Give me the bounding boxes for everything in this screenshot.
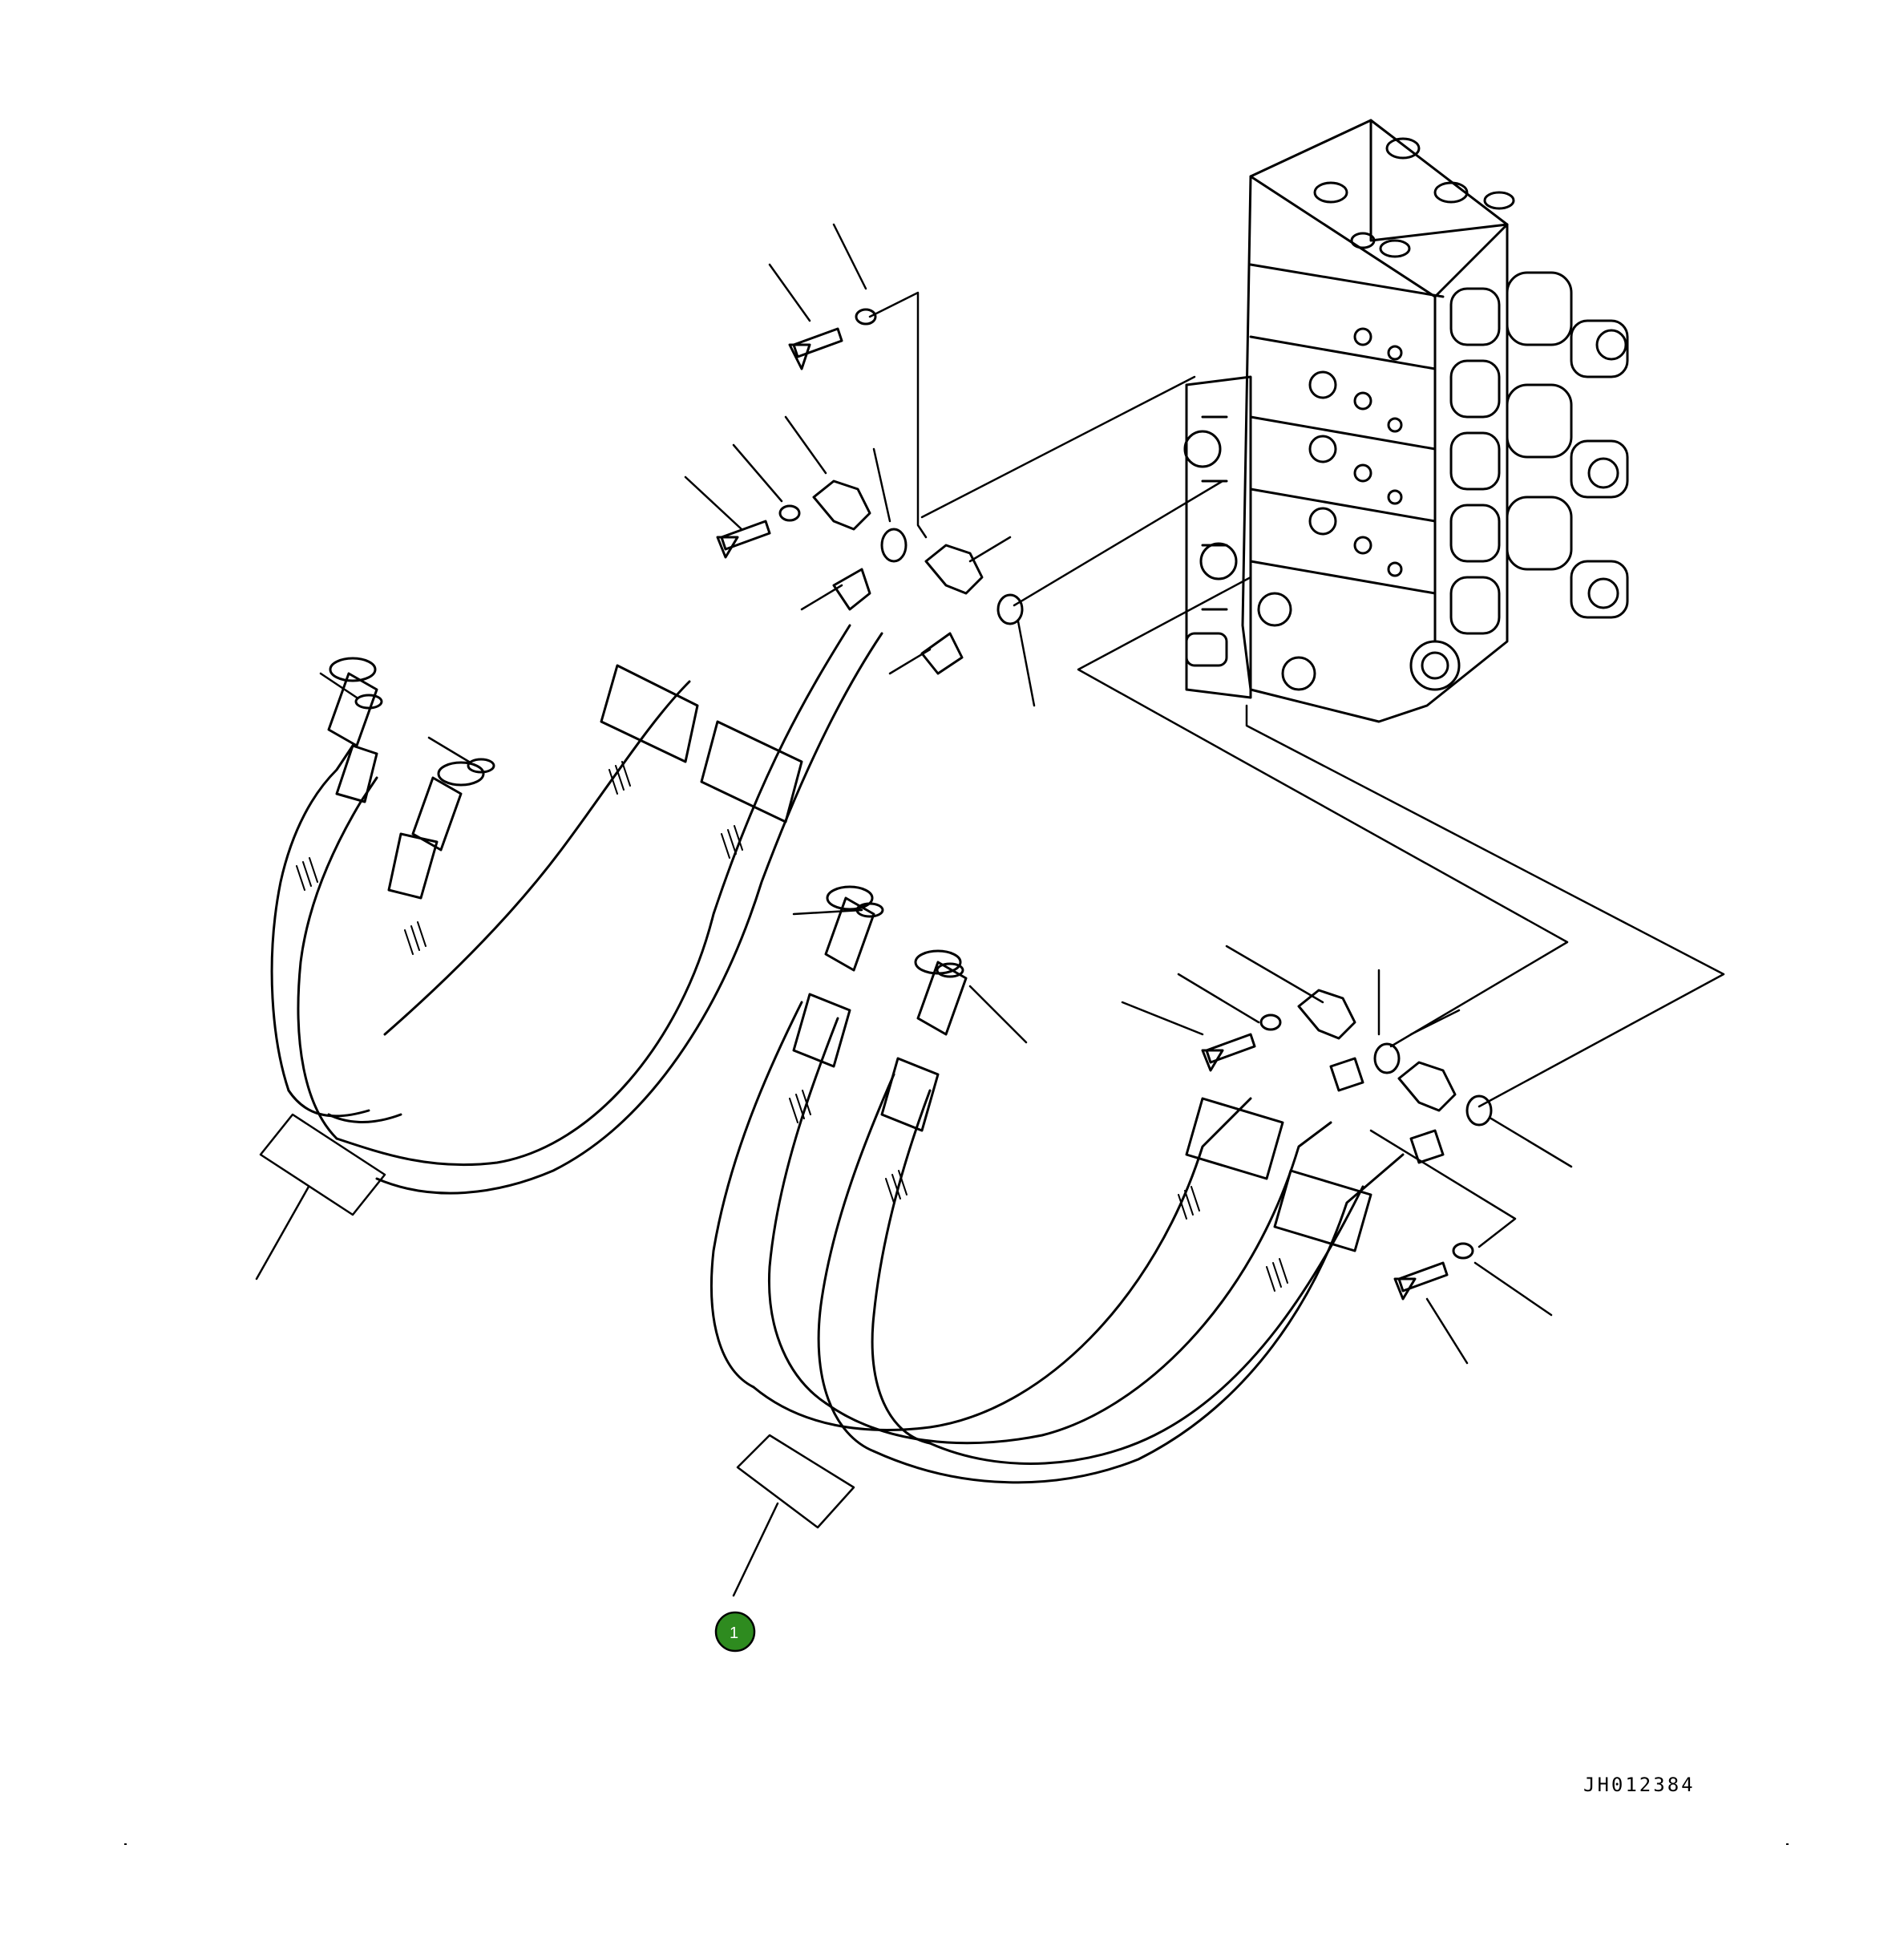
upper-fittings (684, 223, 1036, 707)
upper-hoses (255, 568, 964, 1280)
upper-washer-2 (778, 504, 801, 522)
callout-1[interactable]: 1 (714, 1611, 756, 1653)
drawing-id: JH012384 (1583, 1774, 1696, 1796)
lower-clamp-1 (1297, 989, 1356, 1040)
lower-washer-1 (1259, 1013, 1282, 1031)
lower-fittings (1121, 945, 1573, 1365)
upper-oring-1 (880, 528, 908, 563)
lower-oring-1 (1373, 1042, 1401, 1074)
lower-washer-2 (1452, 1242, 1474, 1260)
lower-clamp-2 (1397, 1061, 1457, 1112)
valve-leader-lines (920, 375, 1725, 1108)
upper-clamp-1 (812, 479, 871, 531)
control-valve-body (1183, 119, 1629, 723)
upper-bolt-2 (716, 520, 771, 559)
upper-bolt-1 (788, 327, 843, 370)
valve-spools (1449, 271, 1629, 635)
lower-oring-2 (1465, 1094, 1493, 1127)
upper-clamp-2 (924, 544, 984, 595)
callout-1-label: 1 (730, 1624, 738, 1642)
lower-hoses (710, 885, 1445, 1597)
upper-washer-1 (855, 308, 877, 326)
valve-left-ports (1183, 327, 1461, 691)
lower-bolt-2 (1393, 1261, 1449, 1301)
upper-oring-2 (996, 593, 1024, 625)
valve-top-fittings (1313, 137, 1515, 258)
callout-1-badge (714, 1611, 756, 1653)
lower-bolt-1 (1201, 1033, 1256, 1072)
